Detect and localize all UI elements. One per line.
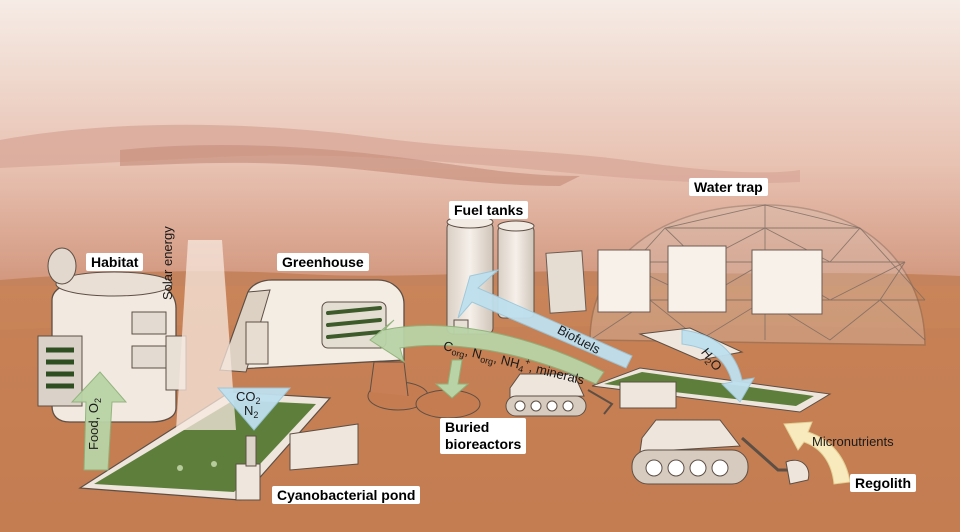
water-trap-label: Water trap — [689, 178, 768, 196]
food-o2-text: Food, O2 — [86, 398, 103, 450]
food-o2-arrow — [70, 371, 128, 471]
regolith-label: Regolith — [850, 474, 916, 492]
n2-text: N2 — [244, 404, 258, 422]
food-o2-sub: 2 — [93, 398, 103, 404]
micronutrients-arrow — [783, 421, 851, 485]
biofuels-arrow — [457, 269, 633, 369]
greenhouse-building — [219, 279, 405, 373]
buried-bioreactors-line1: Buried — [445, 419, 490, 435]
co2-n2-arrow — [216, 387, 292, 431]
n2-main: N — [244, 403, 254, 418]
rover-small — [505, 373, 614, 417]
food-o2-main: Food, O — [86, 403, 101, 450]
fuel-tanks-label: Fuel tanks — [449, 201, 529, 219]
solar-energy-beam — [176, 240, 236, 430]
water-trap-dome — [545, 204, 926, 346]
co2-main: CO — [236, 389, 256, 404]
habitat-label: Habitat — [86, 253, 144, 271]
nutrients-arrow — [369, 319, 605, 385]
co2-sub: 2 — [255, 396, 261, 406]
greenhouse-label: Greenhouse — [277, 253, 369, 271]
rover-large — [631, 419, 810, 485]
cloud-band — [0, 124, 800, 184]
co2-text: CO2 — [236, 390, 261, 408]
buried-bioreactors-label: Buried bioreactors — [440, 418, 527, 454]
solar-energy-text: Solar energy — [160, 226, 175, 300]
solar-energy-value: Solar energy — [160, 226, 175, 300]
buried-bioreactors-line2: bioreactors — [445, 436, 522, 452]
habitat-building — [37, 247, 187, 423]
nutrients-nh: , NH — [492, 350, 522, 372]
cyanobacterial-pond-label: Cyanobacterial pond — [272, 486, 421, 504]
n2-sub: 2 — [253, 410, 259, 420]
nutrients-arrow-down — [434, 359, 470, 399]
h2o-arrow — [681, 329, 755, 403]
water-channel — [591, 327, 832, 413]
buried-bioreactors-mounds — [367, 361, 481, 419]
micronutrients-text: Micronutrients — [812, 434, 894, 449]
cloud-band-2 — [120, 145, 580, 186]
